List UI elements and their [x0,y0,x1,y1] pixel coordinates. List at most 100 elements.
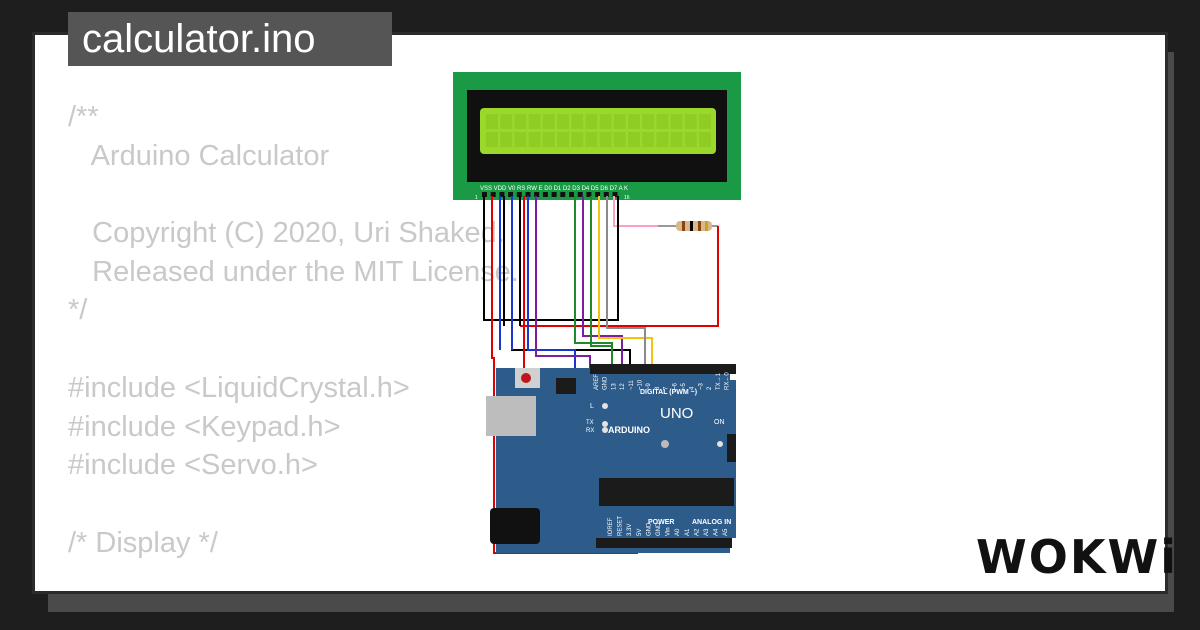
lcd-pin [516,192,522,197]
lcd-pin-header [482,192,618,197]
lcd-cell [670,132,683,147]
led-tx-label: TX [586,420,594,426]
code-line: #include <LiquidCrystal.h> [68,371,410,404]
lcd-cell [514,132,527,147]
lcd-pin [490,192,496,197]
lcd-cell [585,114,598,129]
lcd-pin [508,192,514,197]
model-label: UNO [660,405,693,422]
lcd-cell [656,114,669,129]
lcd-cell [684,114,697,129]
code-line: /* Display */ [68,526,218,559]
lcd-cell [557,132,569,147]
lcd-pin [569,192,574,197]
lcd-pin [560,192,566,197]
digital-label: DIGITAL (PWM ~) [640,389,697,396]
lcd-cell [557,114,569,129]
brand-label: ARDUINO [608,425,650,435]
pin-label: Vin [666,527,672,536]
lcd-cell [514,114,527,129]
pin-label: GND [646,522,652,536]
lcd-cell [613,132,626,147]
code-preview: /** Arduino Calculator Copyright (C) 202… [68,98,519,562]
lcd-pin [603,192,609,197]
lcd-cell [642,114,655,129]
pin-label: ~3 [698,382,704,390]
pin-label: ~5 [681,382,687,390]
lcd-cell [571,132,584,147]
lcd-pin-labels: VSS VDD V0 RS RW E D0 D1 D2 D3 D4 D5 D6 … [480,186,628,192]
lcd-cell [684,132,697,147]
lcd-cell [542,132,555,147]
lcd-cell [599,114,612,129]
lcd-pin [612,192,618,197]
lcd-cell [500,132,513,147]
pin-label: 13 [611,383,617,390]
pin-label: 12 [620,383,626,390]
lcd-pin-last: 16 [624,195,630,201]
lcd-cell [670,114,683,129]
pin-label: TX→1 [716,372,722,390]
lcd-cell [628,132,640,147]
lcd-pin [586,192,592,197]
pin-label: ~9 [646,382,652,390]
pin-label: 4 [690,386,696,390]
lcd-pin [525,192,531,197]
pin-label: A2 [694,528,700,536]
lcd-cell [486,114,498,129]
circuit-diagram: VSS VDD V0 RS RW E D0 D1 D2 D3 D4 D5 D6 … [453,72,741,554]
code-line: Arduino Calculator [68,139,330,172]
top-header [590,364,736,374]
lcd-cell [699,114,711,129]
pin-label: 7 [664,386,670,390]
lcd-cell [528,132,541,147]
usb-connector [486,396,536,436]
pin-label: 3.3V [627,524,633,536]
lcd-cell [585,132,598,147]
lcd-pin [482,192,487,197]
power-label: POWER [648,519,674,526]
pin-label: ~10 [638,379,644,390]
arduino-uno[interactable]: DIGITAL (PWM ~) UNO ARDUINO ON L TX RX P… [486,364,736,553]
lcd-cell [613,114,626,129]
lcd-cell [571,114,584,129]
code-line: #include <Keypad.h> [68,410,341,443]
pin-label: ~6 [672,382,678,390]
resistor[interactable] [658,221,718,231]
on-label: ON [714,419,725,426]
pin-label: 8 [655,386,661,390]
pin-label: AREF [594,374,600,390]
lcd-cell [500,114,513,129]
lcd-pin [542,192,548,197]
analog-label: ANALOG IN [692,519,731,526]
atmega-chip [599,478,734,506]
lcd-cell [699,132,711,147]
lcd-pin [499,192,505,197]
lcd-pin [577,192,583,197]
file-tab[interactable]: calculator.ino [68,12,392,66]
lcd-cell [542,114,555,129]
lcd-cell [628,114,640,129]
led-l-label: L [590,403,594,410]
pin-label: RX←0 [725,372,731,390]
lcd-pin [595,192,601,197]
lcd-display[interactable]: VSS VDD V0 RS RW E D0 D1 D2 D3 D4 D5 D6 … [453,72,741,201]
lcd-cell [656,132,669,147]
pin-label: GND [656,522,662,536]
arduino-board [496,368,736,553]
lcd-pin [551,192,557,197]
power-jack [490,508,540,544]
pin-label: RESET [618,516,624,536]
bottom-header [596,538,732,548]
lcd-cells [486,114,711,147]
lcd-cell [642,132,655,147]
pin-label: A3 [704,528,710,536]
pin-label: A1 [685,528,691,536]
pin-label: 2 [707,386,713,390]
lcd-cell [599,132,612,147]
lcd-cell [486,132,498,147]
wokwi-logo[interactable]: WOKWi [976,530,1178,584]
pin-label: A4 [714,528,720,536]
